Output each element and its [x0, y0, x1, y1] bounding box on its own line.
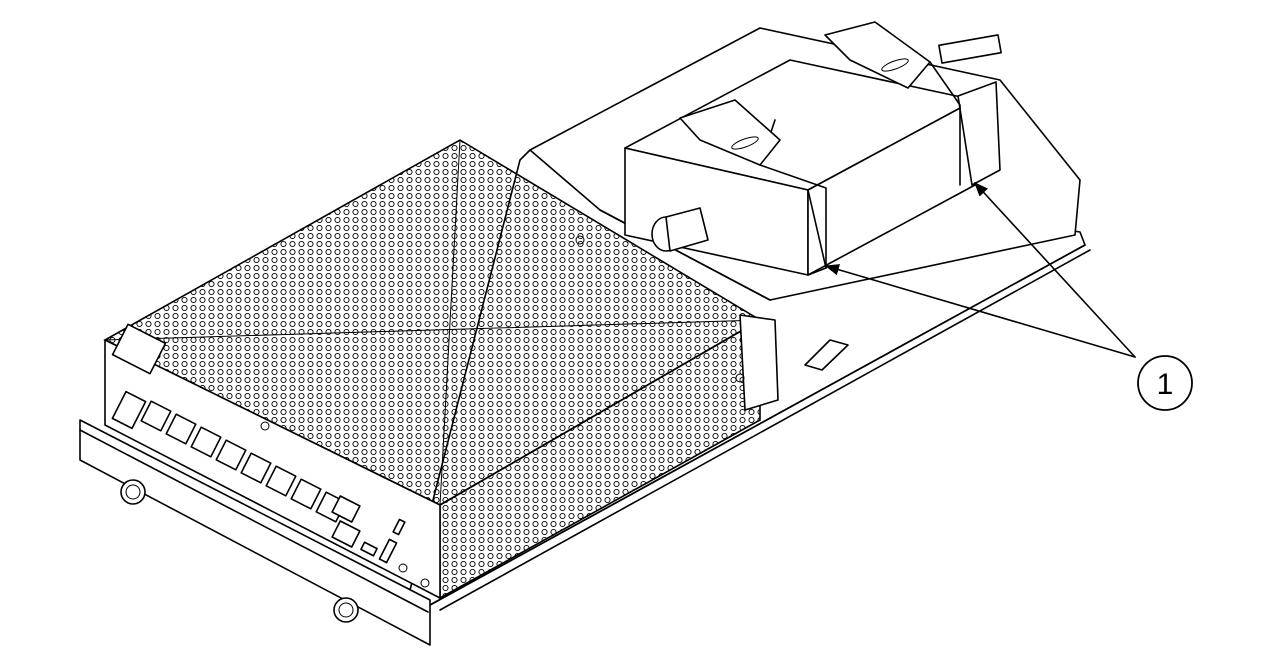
callout-number: 1 — [1157, 368, 1174, 401]
thumbscrew-right — [333, 597, 359, 623]
callout-1: 1 — [1137, 355, 1193, 411]
power-input-connector — [111, 390, 147, 430]
retaining-strap-rear — [824, 21, 961, 186]
status-led-panel — [111, 323, 167, 375]
retaining-strap-front — [679, 99, 827, 276]
power-connector — [651, 207, 709, 252]
tray-clip — [804, 339, 849, 371]
thumbscrew-left — [120, 479, 146, 505]
chassis-front-panel — [104, 323, 441, 599]
console-usb-ports — [331, 495, 408, 573]
chassis-side-panel — [439, 235, 779, 600]
callout-leaders — [824, 181, 1136, 358]
